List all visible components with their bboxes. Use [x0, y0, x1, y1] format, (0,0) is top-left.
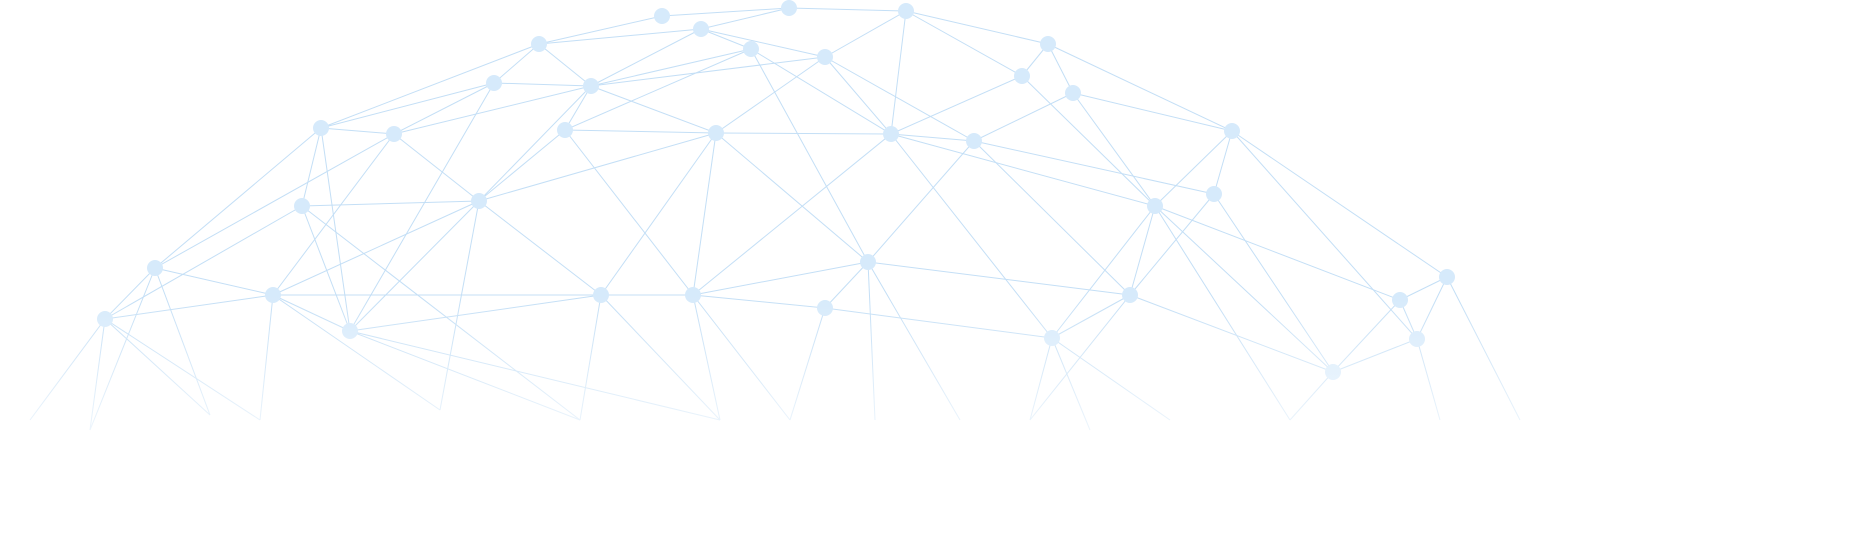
network-mesh-svg: [0, 0, 1869, 536]
bottom-fade-overlay: [0, 0, 1869, 536]
